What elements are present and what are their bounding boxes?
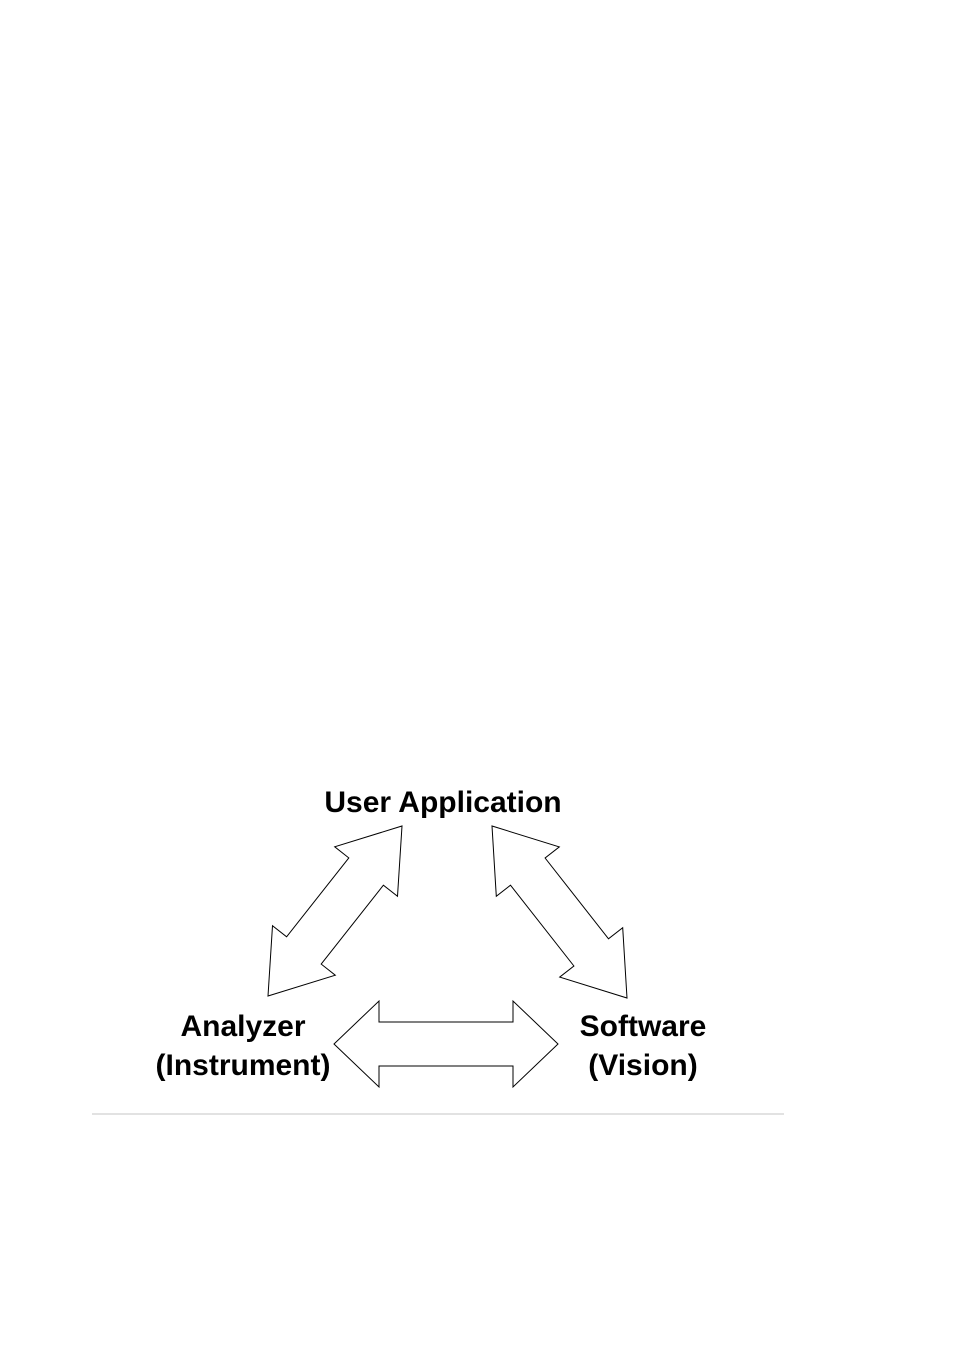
arrows-layer xyxy=(268,826,627,1087)
node-software-sublabel: (Vision) xyxy=(588,1049,697,1082)
arrow-analyzer-software xyxy=(334,1001,558,1087)
node-analyzer-label: Analyzer xyxy=(180,1010,305,1043)
node-analyzer-sublabel: (Instrument) xyxy=(156,1049,331,1082)
node-software-label: Software xyxy=(580,1010,707,1043)
arrow-analyzer-user-application xyxy=(268,826,402,996)
arrow-software-user-application xyxy=(492,826,627,998)
node-software: Software (Vision) xyxy=(580,1010,707,1082)
node-analyzer: Analyzer (Instrument) xyxy=(156,1010,331,1082)
node-user-application-label: User Application xyxy=(324,786,561,819)
